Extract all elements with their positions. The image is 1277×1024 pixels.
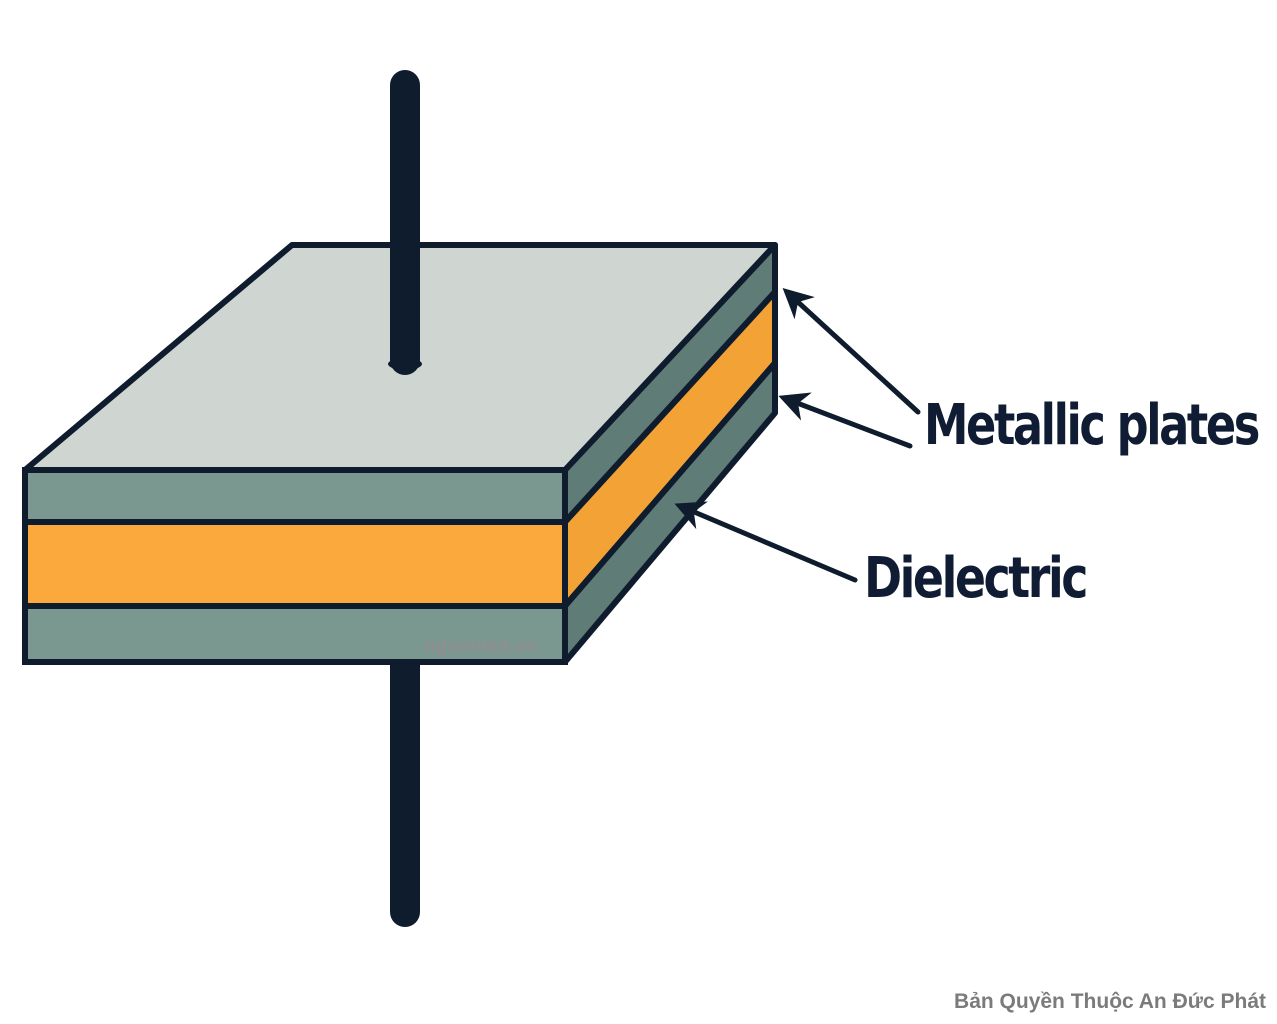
- top-plate-front-face: [22, 467, 568, 525]
- label-dielectric: Dielectric: [864, 546, 1086, 611]
- label-metallic-plates: Metallic plates: [924, 393, 1259, 458]
- top-lead-base: [388, 358, 422, 370]
- arrow-to-bottom-plate: [778, 392, 913, 449]
- copyright-text: Bản Quyền Thuộc An Đức Phát: [954, 990, 1266, 1013]
- bottom-plate-front-face: [22, 603, 568, 665]
- arrow-to-dielectric: [674, 501, 858, 583]
- arrow-to-top-plate: [782, 287, 921, 415]
- dielectric-front-face: [22, 519, 568, 609]
- watermark-text: nguonled.vn: [424, 636, 537, 657]
